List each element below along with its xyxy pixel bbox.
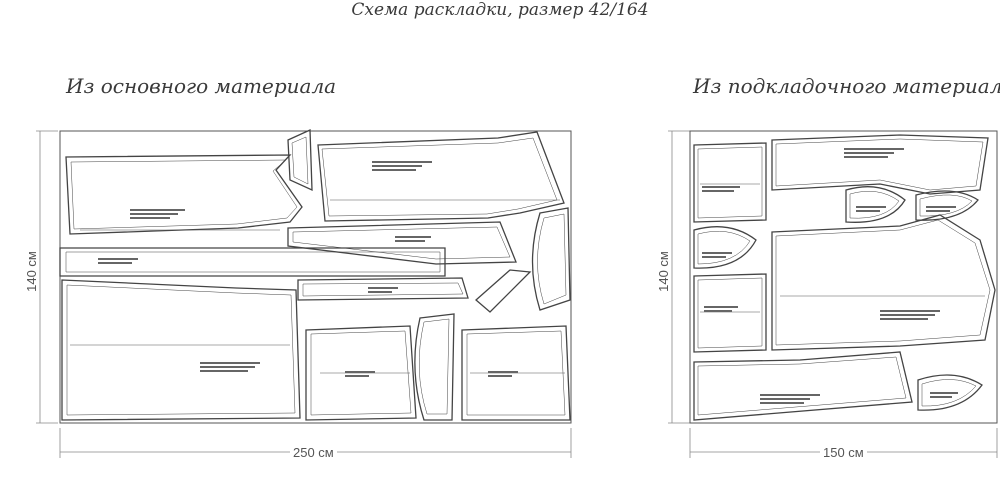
piece-front-upper xyxy=(317,131,565,222)
main-pattern-pieces xyxy=(59,129,571,421)
lining-width-label: 150 см xyxy=(820,445,867,460)
piece-strip-diagonal xyxy=(287,221,517,265)
main-fabric-layout xyxy=(36,129,572,458)
piece-sleeve-upper xyxy=(65,154,303,235)
page-title: Схема раскладки, размер 42/164 xyxy=(351,0,649,20)
piece-lining-oval-3 xyxy=(693,226,757,269)
piece-lining-bottom xyxy=(693,351,913,421)
piece-pocket-left xyxy=(305,325,417,421)
lining-fabric-boundary xyxy=(689,130,998,424)
piece-hood-small xyxy=(414,313,455,421)
main-width-label: 250 см xyxy=(290,445,337,460)
main-height-label: 140 см xyxy=(23,248,39,295)
main-dimension-lines xyxy=(36,130,572,458)
piece-lining-top xyxy=(771,134,989,195)
piece-lining-oval-4 xyxy=(917,374,983,411)
piece-pocket-right xyxy=(461,325,571,421)
piece-connector xyxy=(475,269,532,313)
piece-arc xyxy=(531,207,571,311)
piece-lining-mid xyxy=(771,214,996,351)
lining-grain-lines xyxy=(700,183,985,313)
lining-fabric-heading: Из подкладочного материала xyxy=(693,74,1000,98)
piece-lining-tl xyxy=(693,142,767,223)
piece-lining-oval-1 xyxy=(845,186,906,223)
piece-collar-small xyxy=(287,129,313,192)
piece-back-lower xyxy=(61,279,301,421)
piece-strip-long xyxy=(59,247,446,277)
piece-lining-ll xyxy=(693,273,767,353)
lining-annotations xyxy=(702,148,958,404)
main-fabric-boundary xyxy=(59,130,572,424)
lining-pattern-pieces xyxy=(693,134,996,421)
piece-strip-lower xyxy=(297,277,469,301)
piece-lining-oval-2 xyxy=(915,190,979,221)
lining-height-label: 140 см xyxy=(655,248,671,295)
main-fabric-heading: Из основного материала xyxy=(66,74,337,98)
main-annotations xyxy=(98,161,518,377)
lining-fabric-layout xyxy=(668,130,998,458)
